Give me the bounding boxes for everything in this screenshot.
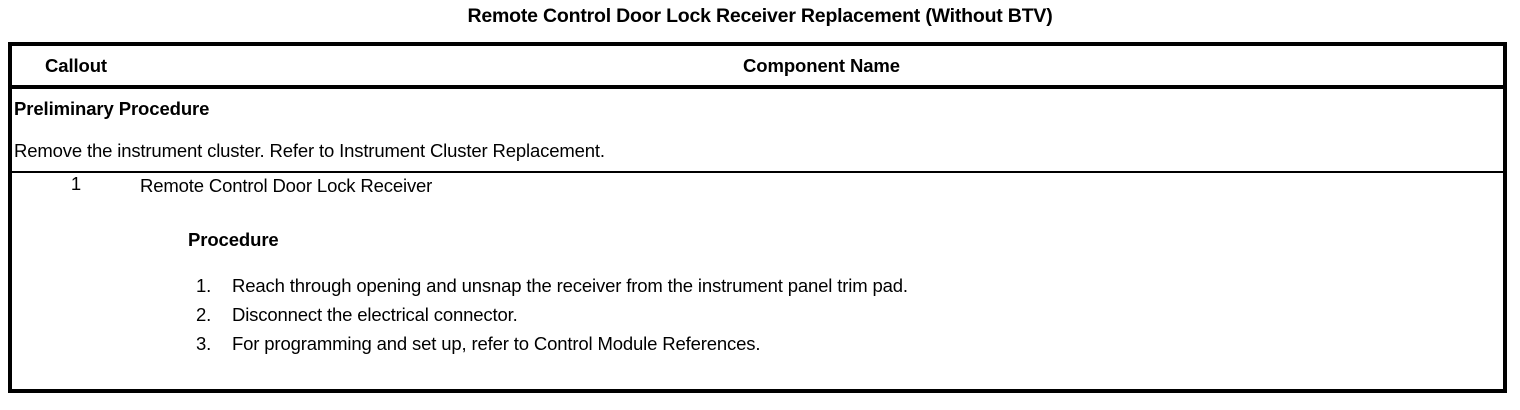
table-header-row: Callout Component Name (10, 44, 1505, 89)
table-row: 1 Remote Control Door Lock Receiver Proc… (10, 172, 1505, 391)
preliminary-procedure-row: Preliminary Procedure Remove the instrum… (10, 87, 1505, 173)
component-detail-cell: Remote Control Door Lock Receiver Proced… (140, 172, 1505, 391)
page-title: Remote Control Door Lock Receiver Replac… (467, 5, 1053, 27)
preliminary-procedure-text: Remove the instrument cluster. Refer to … (14, 140, 605, 161)
component-name-text: Remote Control Door Lock Receiver (140, 175, 433, 196)
preliminary-procedure-cell: Preliminary Procedure Remove the instrum… (10, 87, 1505, 173)
list-item: Disconnect the electrical connector. (196, 300, 518, 329)
list-item: For programming and set up, refer to Con… (196, 329, 761, 358)
preliminary-procedure-heading: Preliminary Procedure (14, 98, 210, 119)
callout-number: 1 (70, 173, 82, 194)
procedure-step-list: Reach through opening and unsnap the rec… (140, 271, 1503, 358)
list-item: Reach through opening and unsnap the rec… (196, 271, 908, 300)
column-header-callout: Callout (10, 44, 140, 89)
procedure-heading: Procedure (188, 229, 279, 250)
procedure-table: Callout Component Name Preliminary Proce… (8, 42, 1507, 393)
column-header-component-name: Component Name (140, 44, 1505, 89)
